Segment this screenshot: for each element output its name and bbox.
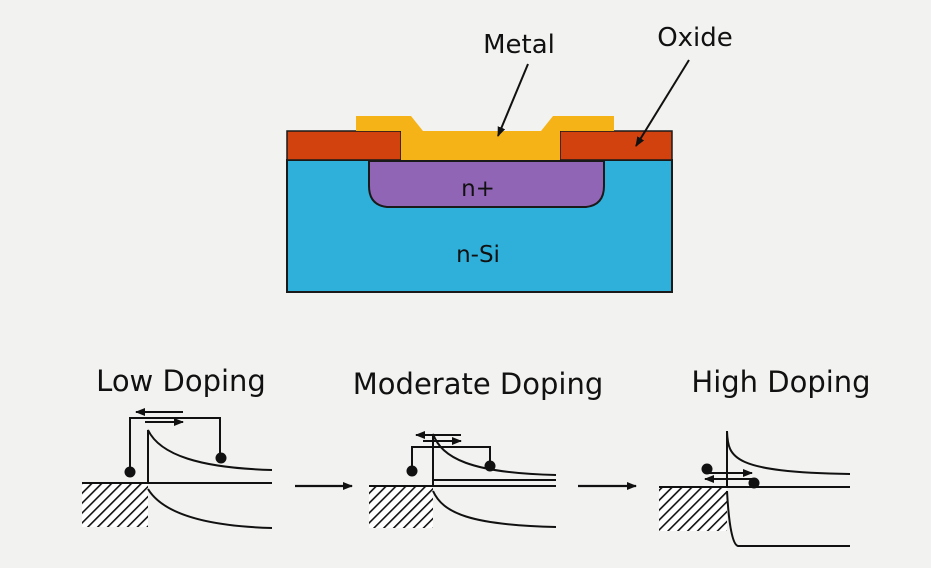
metal-pointer-arrow	[497, 63, 529, 137]
oxide-label: Oxide	[657, 23, 733, 53]
electron-semiconductor-side	[748, 477, 760, 489]
valence-band-edge	[432, 490, 557, 528]
valence-band-edge	[147, 488, 273, 529]
conduction-band-edge	[432, 433, 557, 486]
conduction-band-edge	[147, 429, 273, 483]
electron-semiconductor-side	[484, 460, 496, 472]
device-cross-section: n+ n-Si Metal Oxide	[286, 23, 733, 293]
emission-path	[411, 446, 491, 470]
n-si-label: n-Si	[456, 242, 500, 268]
electron-metal-side	[701, 463, 713, 475]
metal-label: Metal	[483, 30, 555, 60]
n-plus-label: n+	[461, 176, 495, 202]
oxide-pointer-arrow	[635, 59, 690, 147]
panel-title-low-doping: Low Doping	[96, 364, 266, 398]
metal-contact	[356, 116, 614, 160]
panel-title-moderate-doping: Moderate Doping	[353, 367, 603, 401]
band-diagram-low-doping	[82, 408, 273, 529]
electron-metal-side	[124, 466, 136, 478]
electron-metal-side	[406, 465, 418, 477]
conduction-band-edge	[726, 430, 851, 487]
valence-band-edge	[726, 490, 850, 547]
band-diagram-high-doping	[659, 430, 851, 547]
oxide-left	[286, 130, 402, 161]
n-plus-region	[368, 160, 605, 208]
metal-hatch	[369, 486, 433, 528]
metal-hatch	[659, 487, 727, 531]
panel-title-high-doping: High Doping	[691, 365, 870, 399]
metal-hatch	[82, 483, 148, 527]
band-diagram-moderate-doping	[369, 431, 557, 528]
oxide-right	[559, 130, 673, 161]
electron-semiconductor-side	[215, 452, 227, 464]
